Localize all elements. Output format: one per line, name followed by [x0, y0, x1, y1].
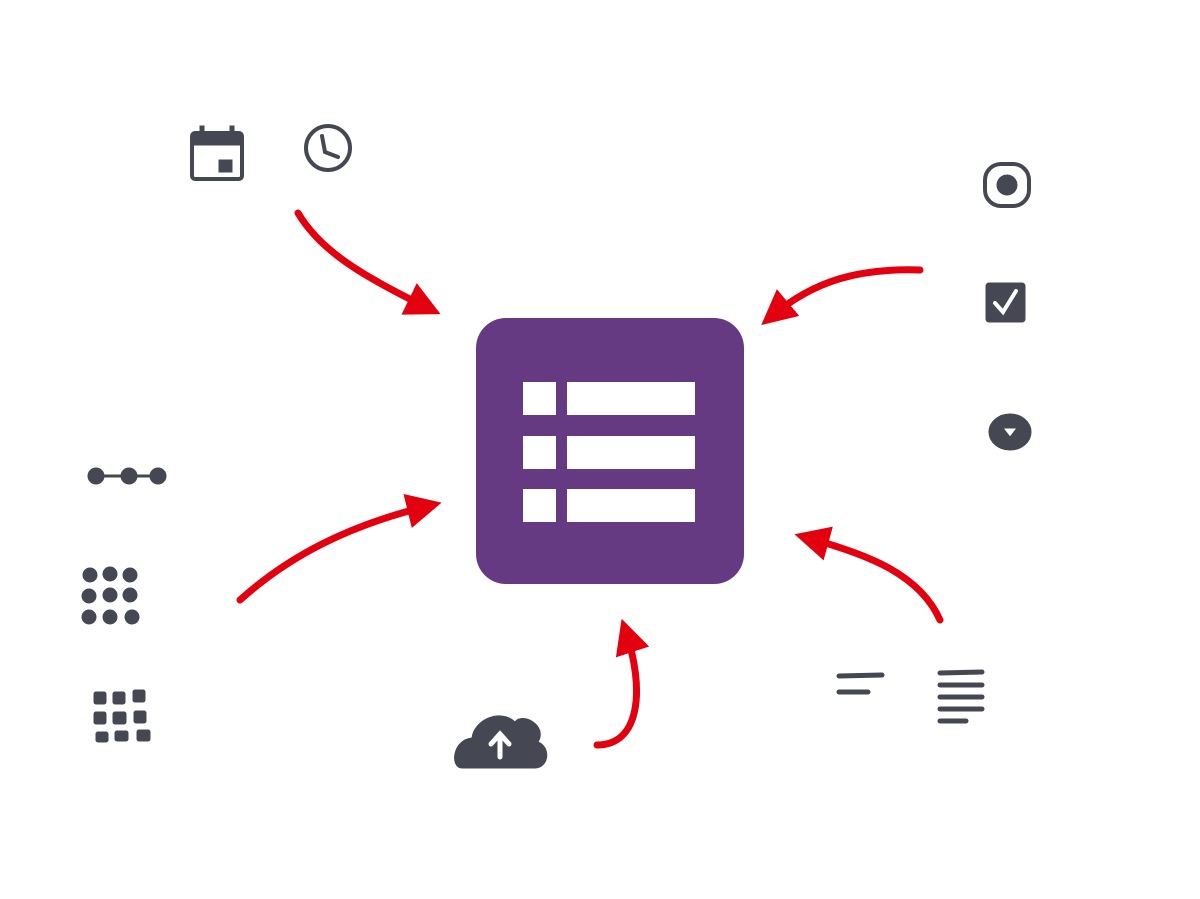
checkbox-icon — [985, 282, 1026, 323]
paragraph-icon — [937, 669, 985, 724]
multiple-choice-grid-icon — [81, 566, 140, 625]
forms-list-icon — [476, 318, 744, 584]
calendar-icon — [190, 125, 244, 181]
linear-scale-icon — [87, 467, 167, 485]
clock-icon — [304, 124, 352, 172]
arrow-text — [794, 526, 944, 624]
arrow-scale-grid — [236, 493, 442, 604]
short-answer-icon — [836, 672, 885, 695]
arrow-choice — [761, 266, 924, 325]
dropdown-icon — [988, 413, 1032, 451]
arrow-upload — [593, 618, 650, 749]
file-upload-icon — [454, 715, 548, 769]
radio-button-icon — [983, 162, 1031, 208]
checkbox-grid-icon — [93, 689, 151, 743]
arrow-date-time — [294, 209, 441, 315]
